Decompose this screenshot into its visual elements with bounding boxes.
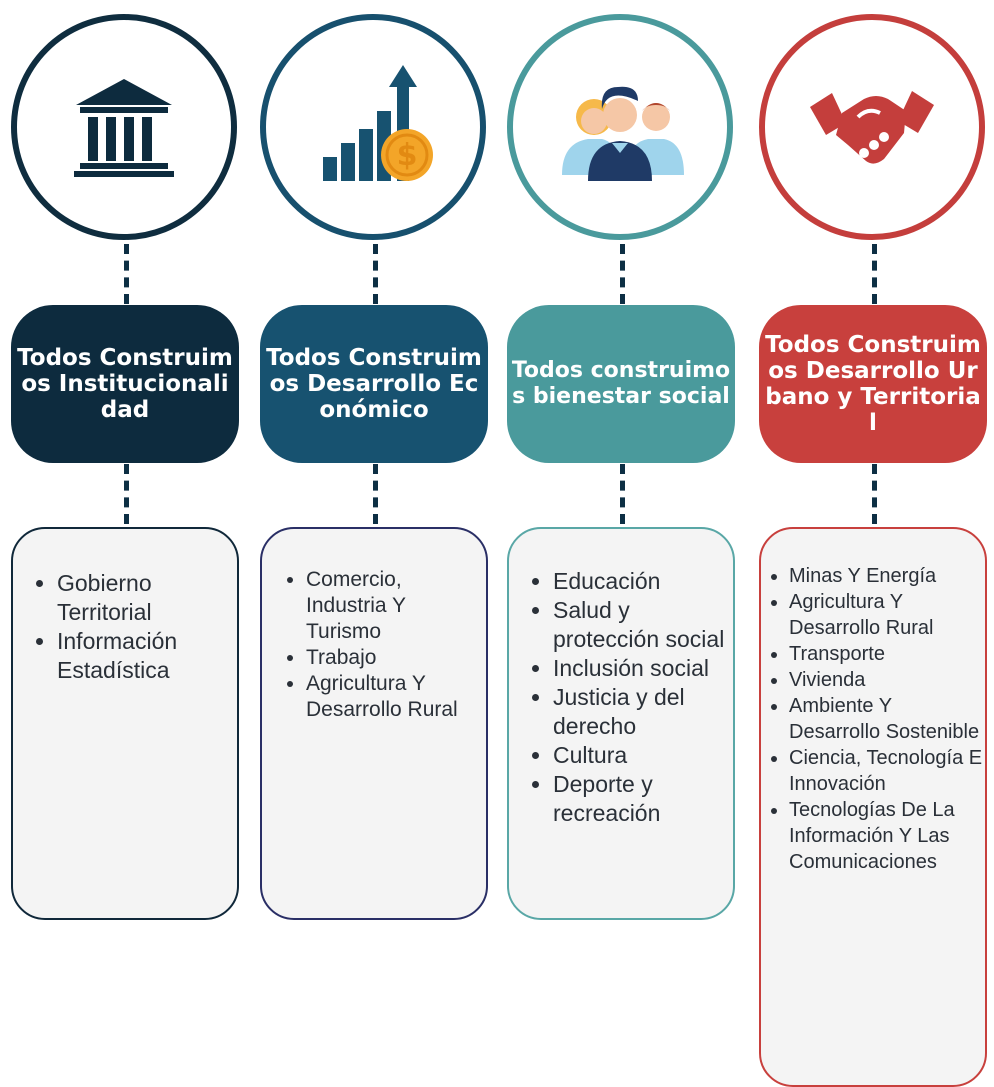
list-item: Comercio, Industria Y Turismo xyxy=(306,567,478,645)
list-item: Ambiente Y Desarrollo Sostenible xyxy=(789,693,983,745)
connector-line xyxy=(373,244,378,304)
connector-line xyxy=(124,244,129,304)
list-item: Tecnologías De La Información Y Las Comu… xyxy=(789,797,983,875)
connector-line xyxy=(124,464,129,524)
category-title: Todos Construimos Institucionalidad xyxy=(11,305,239,463)
list-item: Vivienda xyxy=(789,667,983,693)
sector-list-box: Educación Salud y protección social Incl… xyxy=(507,527,735,920)
growth-chart-dollar-icon: $ xyxy=(323,65,433,181)
people-group-icon xyxy=(562,86,684,181)
connector-line xyxy=(620,464,625,524)
category-title: Todos construimos bienestar social xyxy=(507,305,735,463)
list-item: Gobierno Territorial xyxy=(57,569,229,627)
sector-list-box: Minas Y Energía Agricultura Y Desarrollo… xyxy=(759,527,987,1087)
list-item: Educación xyxy=(553,567,725,596)
list-item: Agricultura Y Desarrollo Rural xyxy=(306,671,478,723)
list-item: Minas Y Energía xyxy=(789,563,983,589)
column-bienestar-social: Todos construimos bienestar social Educa… xyxy=(507,0,737,1086)
government-building-icon xyxy=(74,79,174,177)
icon-circle xyxy=(11,14,237,240)
handshake-icon xyxy=(810,91,934,164)
list-item: Justicia y del derecho xyxy=(553,683,725,741)
list-item: Información Estadística xyxy=(57,627,229,685)
list-item: Ciencia, Tecnología E Innovación xyxy=(789,745,983,797)
connector-line xyxy=(620,244,625,304)
list-item: Trabajo xyxy=(306,645,478,671)
column-desarrollo-urbano: Todos Construimos Desarrollo Urbano y Te… xyxy=(759,0,989,1087)
connector-line xyxy=(872,464,877,524)
list-item: Agricultura Y Desarrollo Rural xyxy=(789,589,983,641)
icon-circle xyxy=(759,14,985,240)
column-institucionalidad: Todos Construimos Institucionalidad Gobi… xyxy=(11,0,241,1086)
list-item: Inclusión social xyxy=(553,654,725,683)
list-item: Transporte xyxy=(789,641,983,667)
column-desarrollo-economico: $ Todos Construimos Desarrollo Económico… xyxy=(260,0,490,1086)
connector-line xyxy=(872,244,877,304)
category-title: Todos Construimos Desarrollo Económico xyxy=(260,305,488,463)
sector-list-box: Comercio, Industria Y Turismo Trabajo Ag… xyxy=(260,527,488,920)
list-item: Cultura xyxy=(553,741,725,770)
list-item: Salud y protección social xyxy=(553,596,725,654)
icon-circle xyxy=(507,14,733,240)
svg-text:$: $ xyxy=(397,138,418,173)
list-item: Deporte y recreación xyxy=(553,770,725,828)
connector-line xyxy=(373,464,378,524)
category-title: Todos Construimos Desarrollo Urbano y Te… xyxy=(759,305,987,463)
sector-list-box: Gobierno Territorial Información Estadís… xyxy=(11,527,239,920)
icon-circle: $ xyxy=(260,14,486,240)
